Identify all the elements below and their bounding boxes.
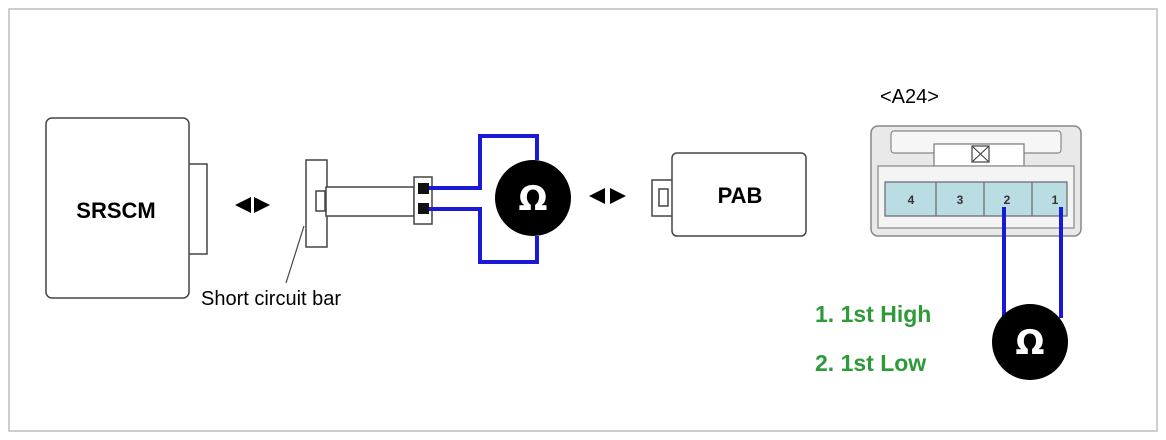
meter-wires-right bbox=[1002, 207, 1063, 318]
connector-pin-1: 1 bbox=[1052, 193, 1059, 207]
legend-line-1: 1. 1st High bbox=[815, 301, 931, 327]
legend-line-2: 2. 1st Low bbox=[815, 350, 926, 376]
ohm-icon: Ω bbox=[1016, 323, 1045, 363]
short-circuit-bar bbox=[285, 159, 433, 284]
pab-label: PAB bbox=[718, 183, 763, 208]
double-arrow-icon bbox=[235, 197, 270, 213]
ohmmeter-right: Ω bbox=[992, 304, 1068, 380]
srscm-label: SRSCM bbox=[76, 198, 155, 223]
connector-pin-3: 3 bbox=[957, 193, 964, 207]
a24-connector: 4 3 2 1 bbox=[870, 125, 1082, 237]
connector-label: <A24> bbox=[880, 86, 939, 108]
short-circuit-bar-label: Short circuit bar bbox=[201, 288, 341, 310]
connector-pin-2: 2 bbox=[1004, 193, 1011, 207]
srscm-module: SRSCM bbox=[45, 117, 208, 299]
ohmmeter-left: Ω bbox=[495, 160, 571, 236]
pab-module: PAB bbox=[651, 152, 807, 237]
double-arrow-icon bbox=[589, 188, 626, 204]
ohm-icon: Ω bbox=[519, 179, 548, 219]
connector-pin-4: 4 bbox=[908, 193, 915, 207]
meter-wires-left bbox=[429, 134, 539, 264]
